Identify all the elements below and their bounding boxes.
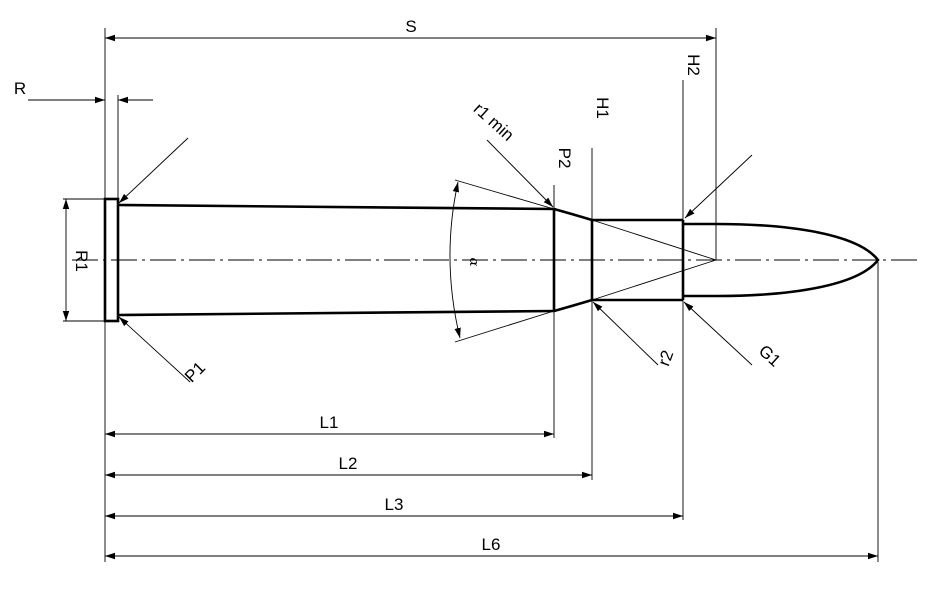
label-G1: G1 [755,341,785,370]
shoulder-top [553,207,593,222]
label-L2: L2 [339,454,358,473]
label-L3: L3 [385,495,404,514]
label-H1: H1 [593,97,612,119]
leader-r1-min [486,139,554,208]
label-P2: P2 [555,148,574,169]
labels: S R R1 H2 H1 P2 r1 min α P1 r2 G1 L1 L2 … [14,17,785,554]
label-R1: R1 [72,250,91,272]
leader-r2 [592,301,659,366]
body-bottom-edge [117,309,555,317]
label-R: R [14,79,26,98]
leader-G1 [683,301,753,366]
label-alpha: α [466,258,481,267]
label-L6: L6 [482,535,501,554]
label-H2: H2 [684,54,703,76]
label-r2: r2 [654,348,677,369]
bullet-ogive [683,222,880,298]
label-L1: L1 [320,413,339,432]
shoulder-bottom [553,298,593,313]
extension-lines [63,28,879,562]
label-S: S [405,17,416,36]
label-r1-min: r1 min [470,99,518,145]
leader-lines [118,137,753,383]
label-P1: P1 [181,358,209,386]
leader-rim-top [118,137,189,204]
alpha-angle-arc [449,181,461,339]
leader-H2-point [684,154,753,219]
dimension-lines [28,34,878,560]
body-top-edge [117,203,555,211]
leader-P1 [118,316,191,383]
